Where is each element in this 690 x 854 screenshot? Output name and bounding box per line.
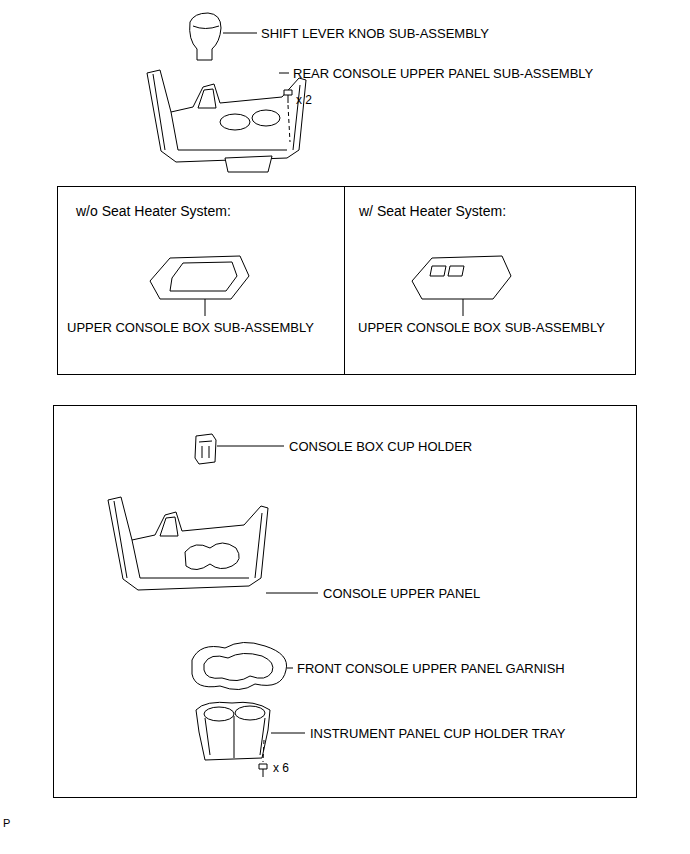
leader-line [271, 733, 305, 734]
cup-opening [220, 114, 250, 130]
part-name: REAR CONSOLE UPPER PANEL SUB-ASSEMBLY [293, 66, 593, 81]
console-box-opening [170, 262, 237, 291]
console-box [150, 256, 249, 299]
console-panel-edge [114, 501, 262, 578]
leader-line [266, 593, 318, 594]
shift-boot [160, 517, 178, 536]
garnish-opening [204, 653, 273, 680]
variant-cell: w/o Seat Heater System: UPPER CONSOLE BOX… [57, 186, 345, 375]
console-box [412, 256, 511, 299]
leader-line [205, 299, 206, 316]
cup-holder-detail [199, 441, 212, 458]
garnish [192, 642, 287, 689]
cup-tray-detail [205, 716, 265, 758]
shift-boot [198, 89, 216, 108]
cup-tray [196, 702, 270, 760]
variant-cell: w/ Seat Heater System: UPPER CONSOLE BOX … [344, 186, 636, 375]
parts-group-box: CONSOLE BOX CUP HOLDER CONSOLE UPPER PANE… [53, 405, 637, 798]
part-name: INSTRUMENT PANEL CUP HOLDER TRAY [310, 726, 565, 741]
part-name: FRONT CONSOLE UPPER PANEL GARNISH [297, 661, 565, 676]
part-name: CONSOLE BOX CUP HOLDER [289, 439, 472, 454]
part-name: CONSOLE UPPER PANEL [323, 586, 480, 601]
figure-mark: P [3, 817, 10, 830]
console-panel [147, 70, 306, 162]
leader-line [279, 73, 289, 74]
heater-switch [430, 266, 446, 276]
cup-opening [185, 543, 239, 570]
part-name: UPPER CONSOLE BOX SUB-ASSEMBLY [358, 320, 605, 335]
part-name: UPPER CONSOLE BOX SUB-ASSEMBLY [67, 320, 314, 335]
shift-knob [190, 13, 221, 60]
screw-shaft [263, 769, 264, 777]
condition-heading: w/ Seat Heater System: [359, 203, 506, 219]
quantity-callout: x 6 [273, 761, 289, 775]
cup-opening [204, 707, 234, 721]
leader-line [463, 299, 464, 316]
heater-switch [448, 266, 464, 276]
leader-line [223, 33, 257, 34]
cup-opening [252, 110, 280, 126]
condition-heading: w/o Seat Heater System: [76, 203, 231, 219]
install-line [288, 105, 290, 142]
cup-opening [235, 706, 265, 720]
screw [259, 764, 267, 769]
quantity-callout: x 2 [296, 93, 312, 107]
cup-tray [225, 156, 272, 172]
screw [284, 90, 292, 95]
leader-line [287, 668, 293, 669]
install-line [263, 740, 264, 762]
leader-line [217, 446, 284, 447]
shift-knob-detail [193, 26, 219, 29]
console-panel [108, 497, 268, 590]
screw-shaft [288, 95, 289, 103]
cup-holder [195, 434, 216, 464]
part-name: SHIFT LEVER KNOB SUB-ASSEMBLY [261, 26, 489, 41]
console-panel-edge [153, 74, 300, 150]
